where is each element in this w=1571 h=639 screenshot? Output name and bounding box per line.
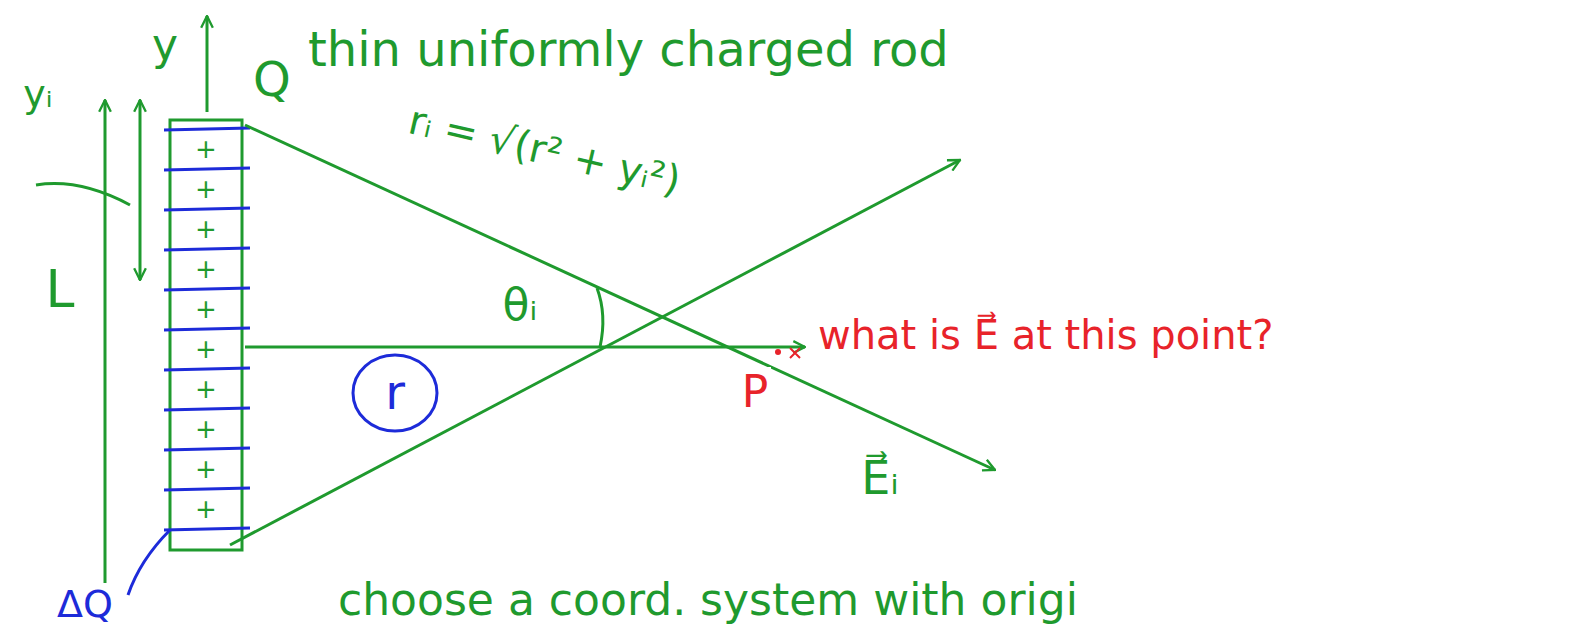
- charge-sign: +: [192, 335, 220, 365]
- dimension-label: L: [43, 260, 78, 320]
- slice-line: [164, 128, 250, 130]
- charge-sign: +: [192, 415, 220, 445]
- leader-line: [128, 530, 170, 595]
- yi-dimension: [139, 100, 142, 280]
- slice-line: [164, 288, 250, 290]
- slice-line: [164, 488, 250, 490]
- slice-line: [164, 208, 250, 210]
- slice-line: [164, 448, 250, 450]
- y-axis: [206, 16, 209, 112]
- distance-label: r: [382, 365, 408, 420]
- charge-sign: +: [192, 375, 220, 405]
- question-text: what is E⃗ at this point?: [815, 312, 1277, 358]
- slice-line: [164, 408, 250, 410]
- charge-sign: +: [192, 455, 220, 485]
- leader-line: [36, 184, 130, 205]
- note-text: choose a coord. system with origi: [335, 575, 1081, 626]
- charge-sign: +: [192, 175, 220, 205]
- charge-sign: +: [192, 295, 220, 325]
- charge-sign: +: [192, 495, 220, 525]
- charge-element-label: ΔQ: [54, 583, 116, 627]
- dimension-label: yᵢ: [20, 73, 55, 117]
- charge-label: Q: [250, 52, 294, 107]
- point-dot: [775, 349, 781, 355]
- length-dimension: [104, 100, 107, 610]
- formula-label: rᵢ = √(r² + yᵢ²): [402, 96, 689, 205]
- angle-arc: [597, 288, 603, 347]
- slice-line: [164, 248, 250, 250]
- axis-label: y: [149, 20, 181, 71]
- angle-label: θᵢ: [500, 280, 541, 331]
- slice-line: [164, 368, 250, 370]
- slice-line: [164, 328, 250, 330]
- distance-line: [245, 346, 805, 349]
- slice-line: [164, 168, 250, 170]
- point-label: P: [739, 367, 772, 418]
- point-cross: [790, 348, 800, 358]
- rod-slices: [164, 128, 250, 530]
- slice-line: [164, 528, 250, 530]
- charge-sign: +: [192, 215, 220, 245]
- vector-label: E⃗ᵢ: [858, 452, 901, 505]
- charge-sign: +: [192, 135, 220, 165]
- charge-sign: +: [192, 255, 220, 285]
- highlight-circle: [353, 355, 437, 431]
- charged-rod: [170, 120, 242, 550]
- note-text: thin uniformly charged rod: [305, 22, 952, 77]
